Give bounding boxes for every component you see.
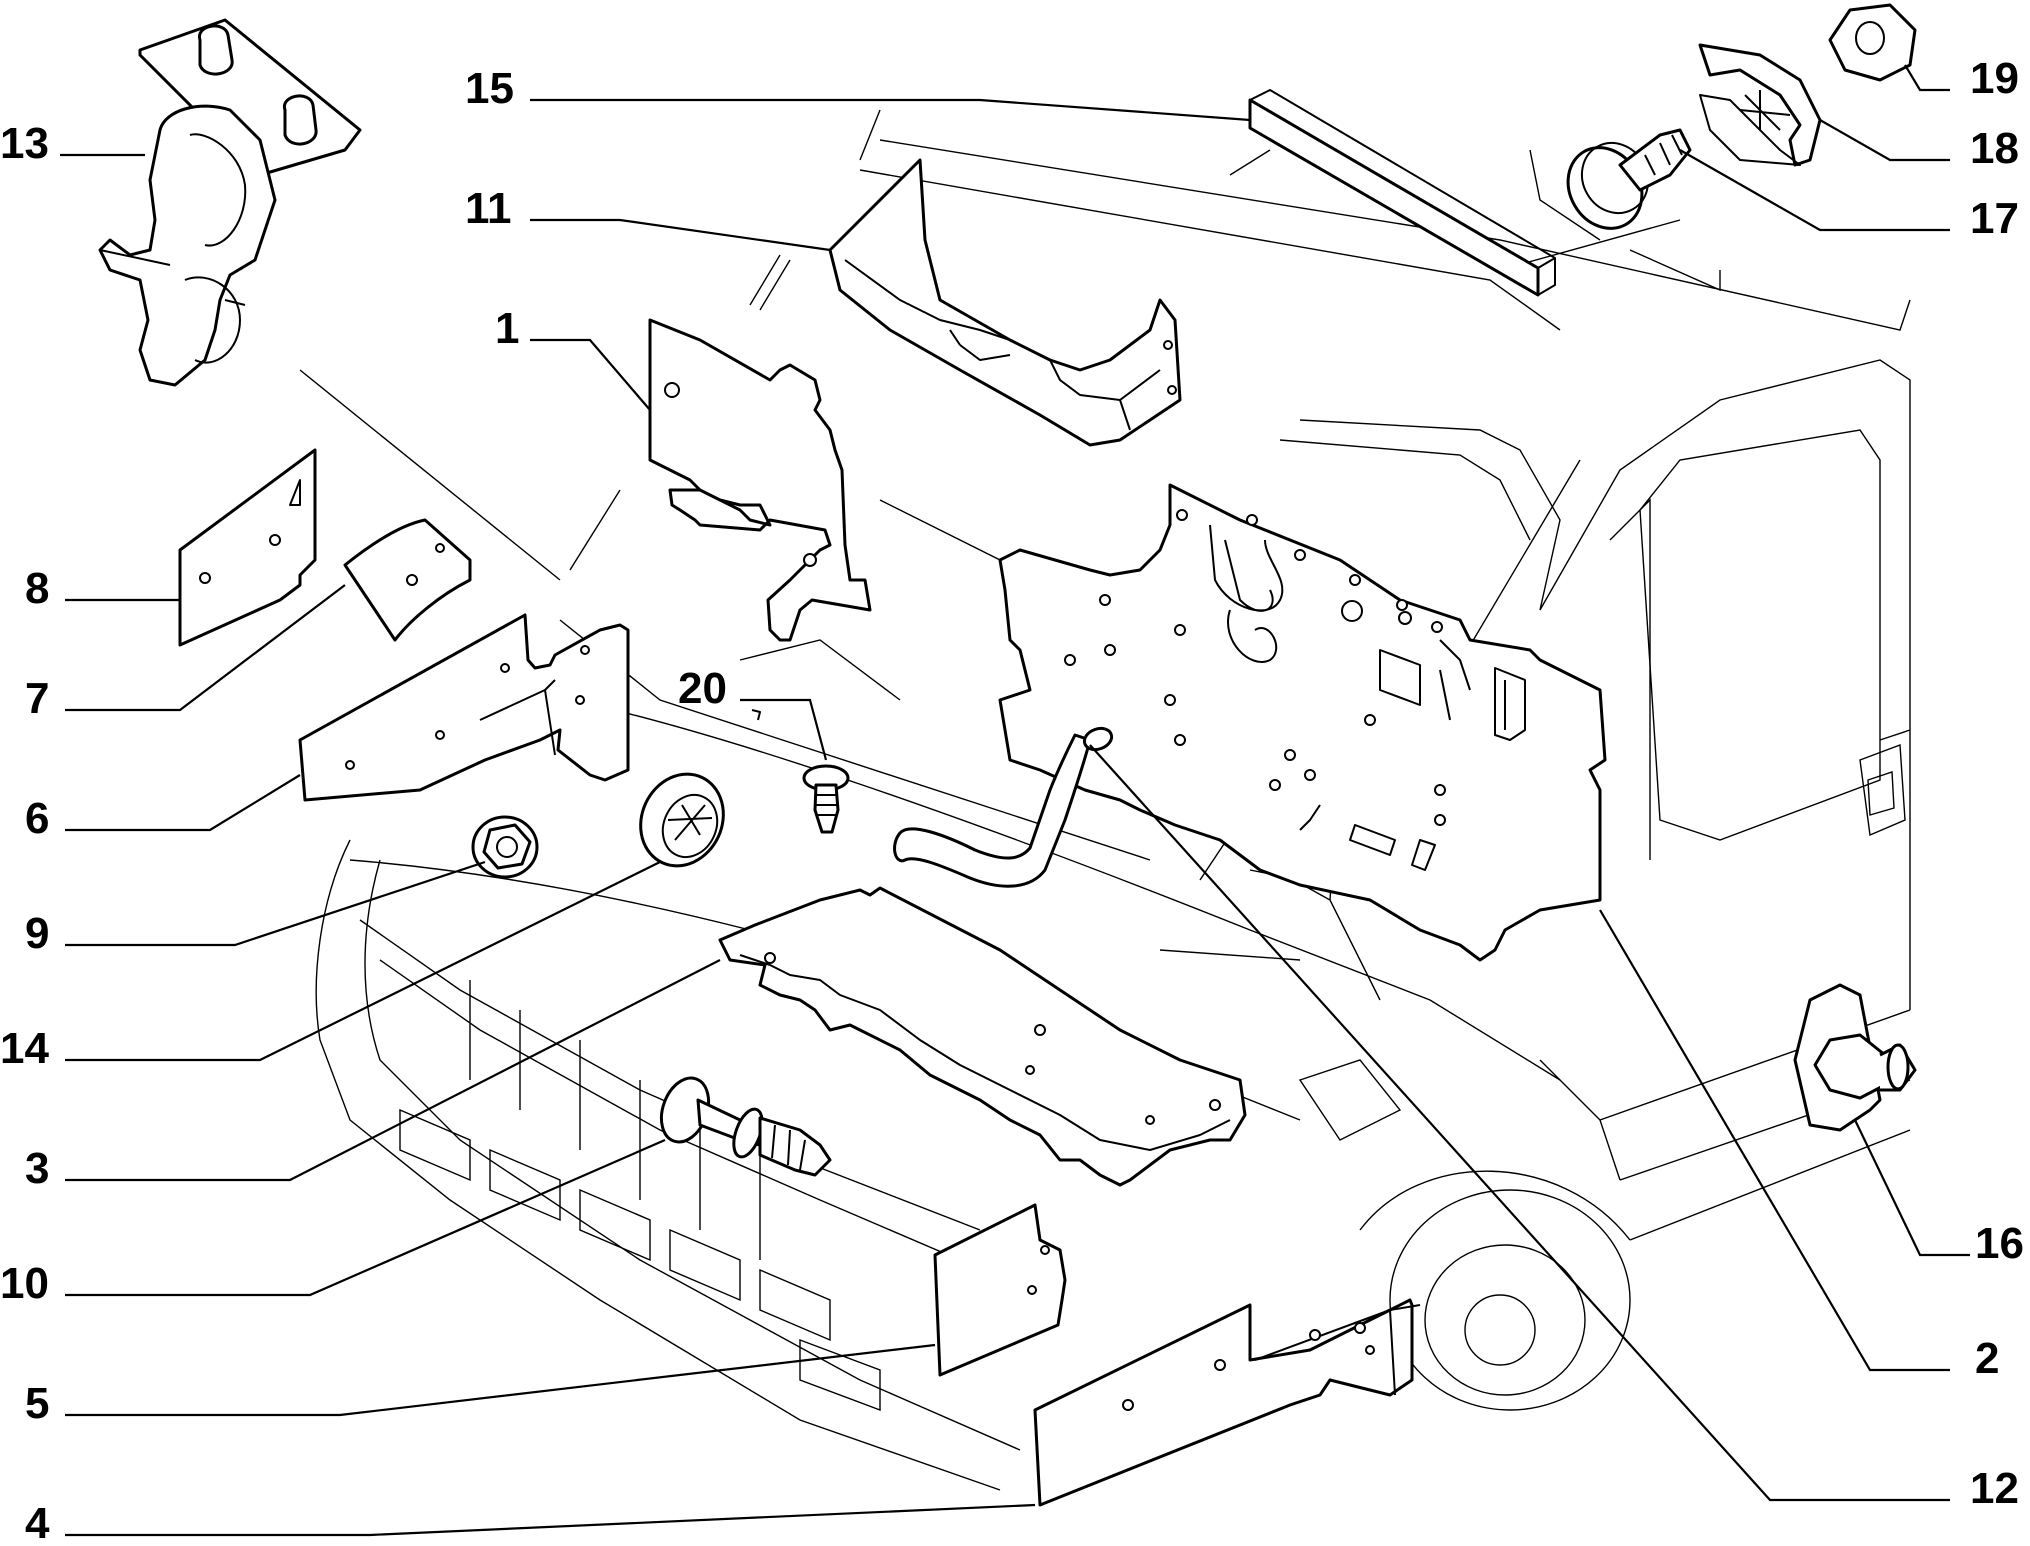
callout-8: 8 — [25, 564, 49, 613]
part-6-side-panel — [298, 613, 630, 802]
callout-12: 12 — [1970, 1464, 2019, 1513]
callout-9: 9 — [25, 909, 49, 958]
part-13-hose-clip — [98, 18, 362, 387]
callout-labels: 15 11 1 13 8 7 6 9 14 3 10 5 4 20 19 18 … — [0, 54, 2024, 1546]
callout-14: 14 — [0, 1024, 49, 1073]
part-20-push-pin — [751, 709, 850, 834]
callout-3: 3 — [25, 1144, 49, 1193]
callout-6: 6 — [25, 794, 49, 843]
part-1-insulation-panel — [648, 318, 872, 642]
part-4-lower-panel — [1033, 1298, 1421, 1507]
part-12-hose-pipe — [893, 726, 1114, 888]
part-16-bolt-washer — [1793, 983, 1917, 1132]
leader-lines — [60, 64, 1970, 1537]
part-9-flange-nut — [471, 815, 539, 879]
part-10-push-rivet — [659, 1076, 832, 1177]
part-15-seal-strip — [1248, 89, 1556, 297]
callout-2: 2 — [1975, 1334, 1999, 1383]
callout-19: 19 — [1970, 54, 2019, 103]
callout-16: 16 — [1975, 1219, 2024, 1268]
callout-1: 1 — [495, 304, 519, 353]
part-11-insulation-tray — [828, 158, 1182, 447]
callout-20: 20 — [678, 664, 727, 713]
callout-7: 7 — [25, 674, 49, 723]
van-body-outline — [299, 109, 1911, 1491]
part-3-hood-insulation — [718, 886, 1247, 1187]
callout-4: 4 — [25, 1499, 50, 1546]
part-18-clip-plate — [1698, 43, 1822, 167]
callout-10: 10 — [0, 1259, 49, 1308]
callout-11: 11 — [465, 184, 512, 233]
part-7-heat-shield — [343, 518, 472, 642]
part-2-dash-insulation-panel — [998, 483, 1607, 962]
part-5-front-panel — [933, 1203, 1067, 1377]
callout-17: 17 — [1970, 194, 2019, 243]
callout-18: 18 — [1970, 124, 2019, 173]
part-17-screw-cap — [1566, 128, 1692, 230]
callout-5: 5 — [25, 1379, 49, 1428]
part-19-hex-nut — [1828, 3, 1917, 82]
callout-13: 13 — [0, 119, 49, 168]
part-8-bracket-panel — [178, 448, 317, 647]
part-14-grommet — [639, 772, 725, 868]
callout-15: 15 — [465, 64, 514, 113]
